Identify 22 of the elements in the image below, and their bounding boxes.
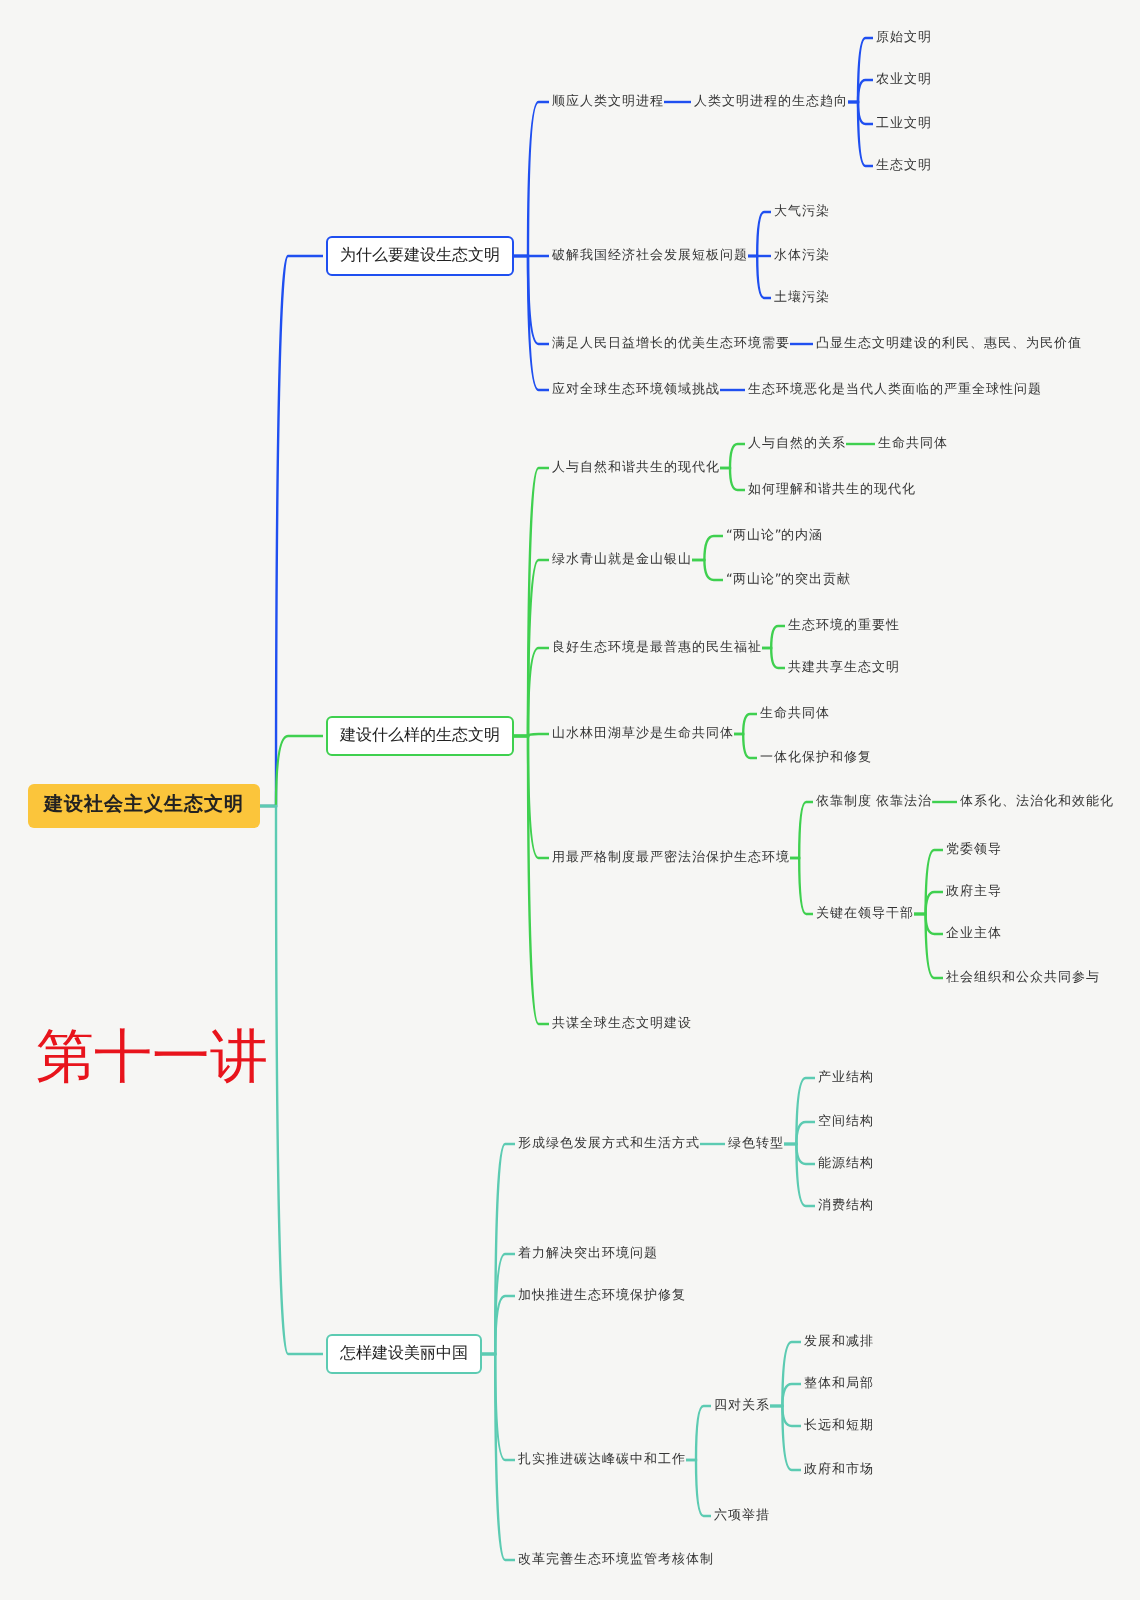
connector-line [700,1142,725,1146]
connector-line [260,804,323,1356]
lecture-title: 第十一讲 [36,1020,268,1092]
connector-line [846,442,875,446]
connector-line [790,342,813,346]
connector-line [686,1458,711,1518]
connector-line [770,1404,801,1472]
connector-line [762,646,785,670]
connector-line [784,1142,815,1208]
connector-line [932,800,957,804]
connector-line [720,388,745,392]
topic-box: 建设什么样的生态文明 [326,716,514,756]
connector-line [748,254,771,300]
connector-line [720,466,745,492]
topic-box: 怎样建设美丽中国 [326,1334,482,1374]
connector-line [664,100,691,104]
connector-line [734,732,757,760]
connector-line [848,100,873,168]
connector-line [692,558,723,582]
topic-box: 为什么要建设生态文明 [326,236,514,276]
root-topic-box: 建设社会主义生态文明 [28,784,260,828]
connector-line [914,912,943,980]
